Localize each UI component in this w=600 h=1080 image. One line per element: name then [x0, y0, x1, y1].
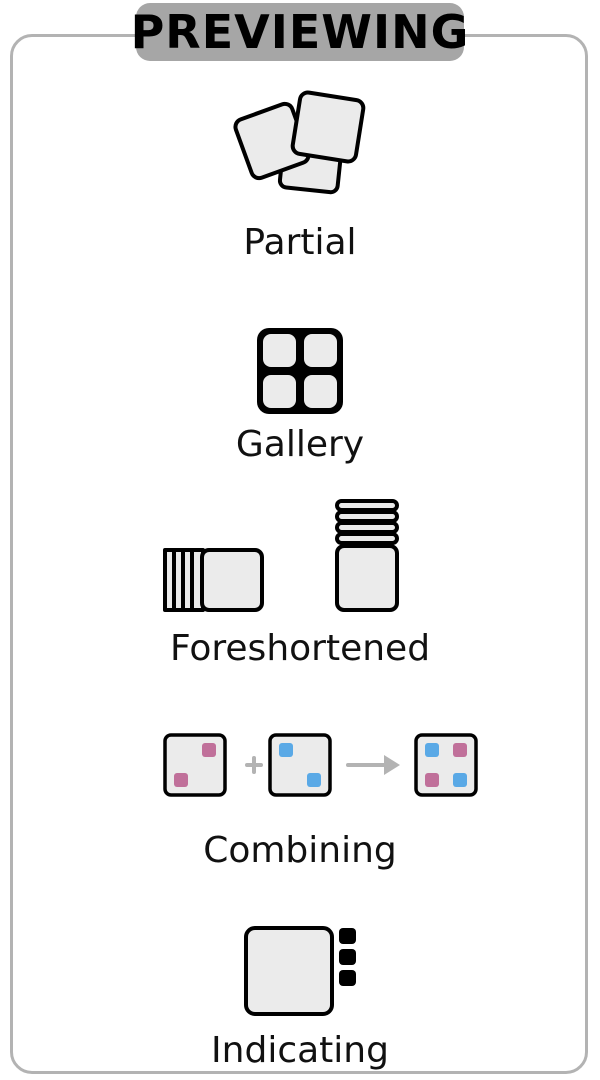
title-badge: PREVIEWING: [131, 3, 468, 61]
grid-icon: [257, 328, 343, 414]
section-label-gallery: Gallery: [235, 424, 365, 465]
combine-tiles-icon: [163, 733, 478, 797]
section-label-combining: Combining: [203, 830, 397, 871]
page-title: PREVIEWING: [130, 5, 470, 59]
section-label-partial: Partial: [243, 222, 357, 263]
foreshortened-stack-icon: [163, 499, 399, 612]
tile-with-dots-icon: [244, 926, 356, 1016]
section-label-indicating: Indicating: [211, 1030, 389, 1071]
section-label-foreshortened: Foreshortened: [169, 628, 431, 669]
stacked-cards-icon: [233, 90, 366, 195]
